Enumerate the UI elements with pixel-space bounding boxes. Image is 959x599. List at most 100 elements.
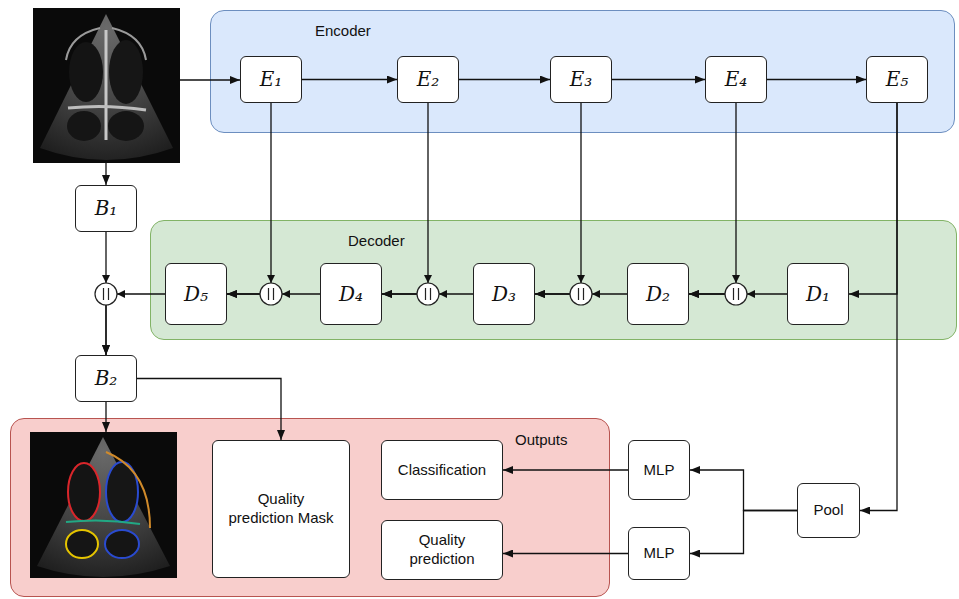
block-label: D₄ bbox=[339, 282, 363, 307]
connector-arrow bbox=[382, 103, 428, 294]
segmentation-contour bbox=[66, 520, 140, 524]
connector-arrow bbox=[535, 293, 627, 294]
concat-symbol bbox=[725, 275, 755, 305]
box-label: Pool bbox=[813, 501, 843, 520]
segmentation-contour bbox=[66, 530, 98, 558]
output-box: Quality prediction bbox=[381, 520, 503, 580]
concat-symbol bbox=[95, 275, 125, 305]
concat-circle bbox=[725, 283, 747, 305]
mlp-box: MLP bbox=[628, 440, 690, 500]
concat-bars bbox=[426, 288, 431, 300]
segmentation-contour bbox=[68, 463, 100, 521]
mlp-box: MLP bbox=[628, 527, 690, 580]
connector-arrow bbox=[459, 79, 550, 80]
echo-fan bbox=[40, 14, 173, 160]
connector-arrow bbox=[690, 470, 797, 511]
connector-arrow bbox=[849, 103, 897, 294]
connector-arrow bbox=[382, 293, 473, 294]
concat-bars bbox=[579, 288, 584, 300]
connector-arrow bbox=[137, 379, 281, 441]
heart-chamber bbox=[68, 463, 100, 521]
heart-chamber bbox=[109, 40, 143, 104]
output-box: Classification bbox=[381, 440, 503, 500]
outputs-band: OutputsQuality prediction MaskClassifica… bbox=[10, 418, 610, 597]
decoder-block: D₅ bbox=[165, 263, 227, 325]
connector-arrow bbox=[535, 103, 581, 294]
output-box: Quality prediction Mask bbox=[212, 440, 350, 578]
connector-arrow bbox=[227, 103, 271, 294]
valve-plane bbox=[68, 106, 146, 110]
arrow-head bbox=[424, 275, 432, 283]
block-label: D₂ bbox=[646, 282, 670, 307]
concat-symbols bbox=[95, 275, 755, 305]
decoder-block: D₄ bbox=[320, 263, 382, 325]
concat-circle bbox=[570, 283, 592, 305]
output-arrow bbox=[105, 402, 106, 432]
segmentation-contour bbox=[106, 462, 138, 522]
heart-chamber bbox=[105, 530, 139, 558]
input-arrow bbox=[105, 163, 106, 185]
heart-wall bbox=[66, 28, 100, 60]
branch-block: B₁ bbox=[75, 185, 137, 232]
echo-fan bbox=[37, 437, 170, 577]
decoder-block: D₁ bbox=[787, 263, 849, 325]
heart-chamber bbox=[106, 462, 138, 522]
heart-wall bbox=[112, 28, 146, 60]
box-label: MLP bbox=[644, 461, 675, 480]
septum-wall bbox=[105, 30, 108, 140]
connector-arrow bbox=[503, 469, 628, 470]
block-label: E₃ bbox=[570, 67, 593, 92]
output-label: Classification bbox=[398, 461, 486, 480]
connector-arrow bbox=[689, 293, 787, 294]
connector-arrow bbox=[302, 79, 397, 80]
output-echo-image bbox=[30, 432, 177, 578]
concat-circle bbox=[417, 283, 439, 305]
concat-bars bbox=[104, 288, 109, 300]
box-label: MLP bbox=[644, 544, 675, 563]
connector-arrow bbox=[860, 103, 897, 511]
arrow-head bbox=[282, 290, 290, 298]
heart-chamber bbox=[67, 111, 101, 141]
connector-arrow bbox=[767, 79, 866, 80]
block-label: D₁ bbox=[806, 282, 830, 307]
connector-arrow bbox=[690, 511, 797, 554]
concat-symbol bbox=[570, 275, 600, 305]
image-frame bbox=[33, 8, 180, 163]
connector-arrow bbox=[503, 553, 628, 554]
input-arrow bbox=[180, 79, 240, 80]
image-frame bbox=[30, 432, 177, 578]
branch-block: B₂ bbox=[75, 355, 137, 402]
block-label: E₄ bbox=[725, 67, 748, 92]
heart-chamber bbox=[66, 530, 98, 558]
concat-bars bbox=[734, 288, 739, 300]
block-label: B₂ bbox=[95, 366, 118, 391]
heart-chamber bbox=[69, 42, 103, 102]
block-label: D₃ bbox=[492, 282, 516, 307]
output-label: Quality prediction bbox=[390, 531, 494, 569]
encoder-block: E₂ bbox=[397, 56, 459, 103]
concat-symbol bbox=[260, 275, 290, 305]
connector-arrow bbox=[612, 79, 705, 80]
block-label: B₁ bbox=[95, 196, 118, 221]
output-label: Quality prediction Mask bbox=[227, 490, 335, 528]
band-title: Decoder bbox=[348, 232, 405, 249]
encoder-block: E₄ bbox=[705, 56, 767, 103]
encoder-block: E₅ bbox=[866, 56, 928, 103]
block-label: D₅ bbox=[184, 282, 208, 307]
heart-chamber bbox=[108, 111, 144, 141]
decoder-band: DecoderD₅ D₄ D₃ D₂ D₁ bbox=[150, 220, 957, 340]
input-echo-image bbox=[33, 8, 180, 163]
pool-box: Pool bbox=[797, 483, 860, 538]
arrow-head bbox=[267, 275, 275, 283]
arrow-head bbox=[439, 290, 447, 298]
concat-bars bbox=[269, 288, 274, 300]
band-title: Encoder bbox=[315, 22, 371, 39]
concat-symbol bbox=[417, 275, 447, 305]
block-label: E₁ bbox=[260, 67, 283, 92]
segmentation-contour bbox=[106, 452, 150, 528]
connector-arrow bbox=[105, 232, 106, 355]
connector-arrow bbox=[227, 293, 320, 294]
block-label: E₅ bbox=[886, 67, 909, 92]
encoder-block: E₃ bbox=[550, 56, 612, 103]
